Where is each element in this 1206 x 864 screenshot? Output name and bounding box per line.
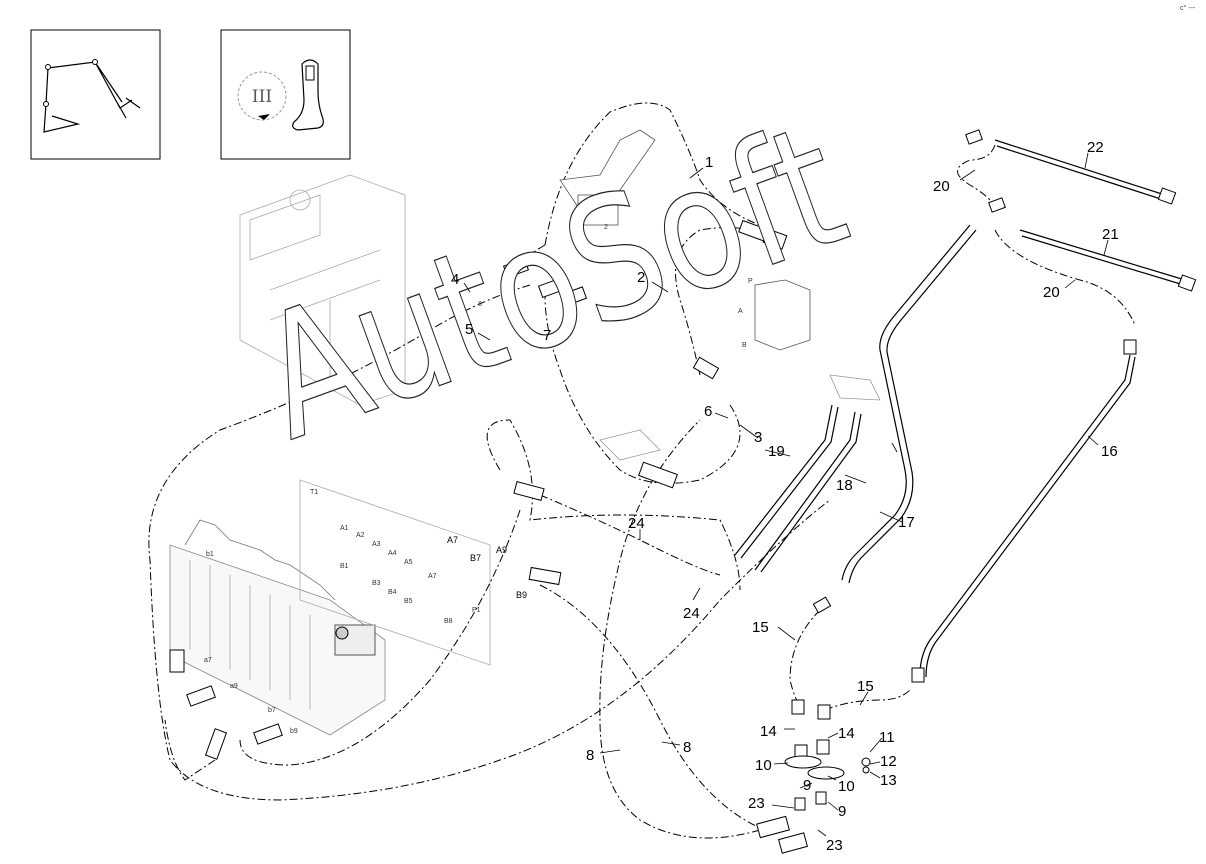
- port-b7: b7: [268, 707, 276, 714]
- pilot-block: P A B 8: [478, 278, 881, 461]
- watermark: AutoSoft: [236, 87, 868, 478]
- callout-14b: 14: [838, 725, 855, 742]
- svg-text:A3: A3: [372, 541, 381, 548]
- svg-text:B5: B5: [404, 598, 413, 605]
- label-a9: A9: [496, 545, 507, 555]
- callout-8b: 8: [683, 739, 691, 756]
- callout-16: 16: [1101, 443, 1118, 460]
- callout-20b: 20: [1043, 284, 1060, 301]
- callout-23a: 23: [748, 795, 765, 812]
- callout-22: 22: [1087, 139, 1104, 156]
- callout-23b: 23: [826, 837, 843, 854]
- svg-text:A1: A1: [340, 525, 349, 532]
- joystick-icon: III: [220, 29, 351, 160]
- port-plate: T1 A1 A2 A3 A4 A5 B1 B3 B4 B5 A7 P1 B8: [299, 479, 491, 666]
- callout-15a: 15: [752, 619, 769, 636]
- pedal-port-t: T: [596, 195, 601, 202]
- pedal-port-2: 2: [604, 224, 608, 231]
- loader-frame: [239, 174, 406, 406]
- svg-text:A4: A4: [388, 550, 397, 557]
- callout-12: 12: [880, 753, 897, 770]
- label-b9: B9: [516, 590, 527, 600]
- callout-19: 19: [768, 443, 785, 460]
- port-a9-b: a7: [204, 657, 212, 664]
- pilot-port-a: A: [738, 308, 743, 315]
- svg-text:P1: P1: [472, 607, 481, 614]
- callout-20a: 20: [933, 178, 950, 195]
- svg-text:B4: B4: [388, 589, 397, 596]
- port-a9: a9: [230, 683, 238, 690]
- callout-13: 13: [880, 772, 897, 789]
- callout-2: 2: [637, 269, 645, 286]
- callout-21: 21: [1102, 226, 1119, 243]
- callouts: 1 2 3 4 5 7 6 8 8 9 9 10 10 11 12 13 14 …: [451, 139, 1119, 854]
- callout-8a: 8: [586, 747, 594, 764]
- pedal-valve: T P 1 2: [559, 129, 656, 252]
- pilot-port-p: P: [748, 278, 753, 285]
- callout-24a: 24: [628, 515, 645, 532]
- callout-6: 6: [704, 403, 712, 420]
- callout-17: 17: [898, 514, 915, 531]
- pilot-port-b: B: [742, 342, 747, 349]
- callout-4: 4: [451, 271, 459, 288]
- pedal-linkage-icon: [30, 29, 161, 160]
- callout-7: 7: [543, 327, 551, 344]
- corner-mark: c° ---: [1180, 4, 1196, 12]
- callout-9b: 9: [838, 803, 846, 820]
- port-8: 8: [478, 301, 482, 308]
- label-b7: B7: [470, 553, 481, 563]
- port-b9: b9: [290, 728, 298, 735]
- leader-lines: [463, 152, 1109, 837]
- callout-11: 11: [879, 729, 895, 746]
- fittings: [169, 129, 1197, 854]
- svg-text:B3: B3: [372, 580, 381, 587]
- svg-text:B8: B8: [444, 618, 453, 625]
- svg-text:A7: A7: [428, 573, 437, 580]
- callout-3: 3: [754, 429, 762, 446]
- joystick-marking: III: [252, 87, 272, 107]
- main-control-valve: b1 a7 a9 b7 b9: [169, 519, 386, 736]
- svg-text:A5: A5: [404, 559, 413, 566]
- callout-24b: 24: [683, 605, 700, 622]
- callout-14a: 14: [760, 723, 777, 740]
- callout-10a: 10: [755, 757, 772, 774]
- callout-18: 18: [836, 477, 853, 494]
- callout-9a: 9: [803, 777, 811, 794]
- pedal-port-1: 1: [584, 245, 588, 252]
- svg-text:B1: B1: [340, 563, 349, 570]
- pedal-port-p: P: [596, 203, 601, 210]
- svg-text:b1: b1: [206, 551, 214, 558]
- svg-text:A2: A2: [356, 532, 365, 539]
- callout-15b: 15: [857, 678, 874, 695]
- callout-1: 1: [705, 154, 713, 171]
- callout-10b: 10: [838, 778, 855, 795]
- callout-5: 5: [465, 321, 473, 338]
- svg-text:T1: T1: [310, 489, 318, 496]
- label-a7: A7: [447, 535, 458, 545]
